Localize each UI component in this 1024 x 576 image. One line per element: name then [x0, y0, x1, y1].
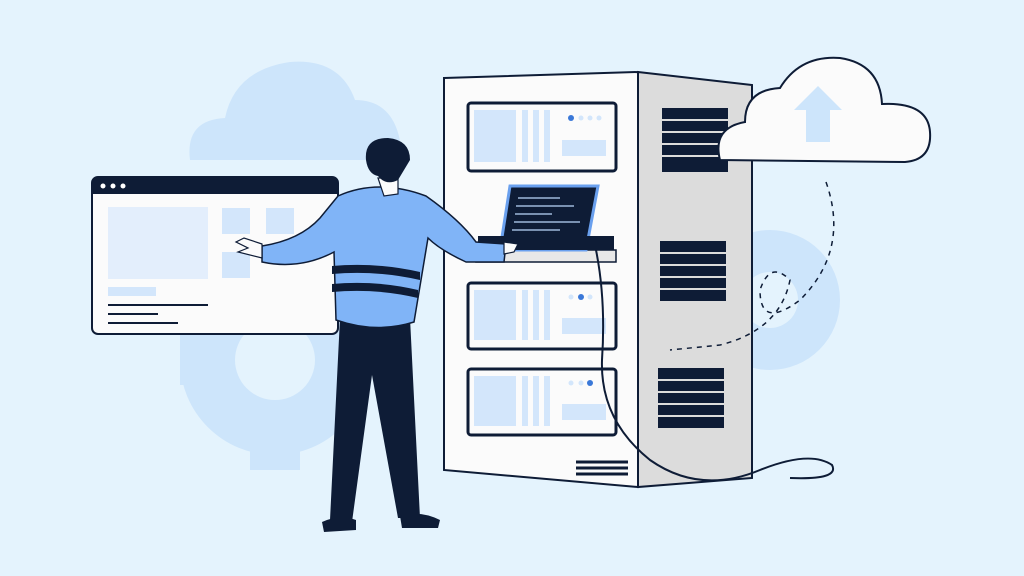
cable — [595, 249, 835, 482]
window-dot-icon — [110, 183, 116, 189]
upload-arrow-icon — [794, 86, 842, 142]
person-hair — [365, 138, 410, 183]
vent — [576, 460, 628, 476]
person — [234, 138, 519, 532]
browser-window — [91, 176, 339, 335]
window-dot-icon — [120, 183, 126, 189]
vent — [658, 108, 728, 428]
person-hand — [503, 241, 519, 255]
server-unit — [466, 367, 618, 437]
image-placeholder — [108, 207, 208, 279]
background-cloud-shape — [189, 61, 402, 160]
dashed-connection — [669, 181, 835, 351]
window-dot-icon — [100, 183, 106, 189]
person-legs — [330, 318, 420, 522]
cloud-upload-icon — [717, 56, 932, 164]
server-tower — [443, 70, 835, 489]
server-unit — [466, 101, 618, 173]
person-hand — [234, 237, 263, 259]
server-unit — [466, 281, 618, 351]
